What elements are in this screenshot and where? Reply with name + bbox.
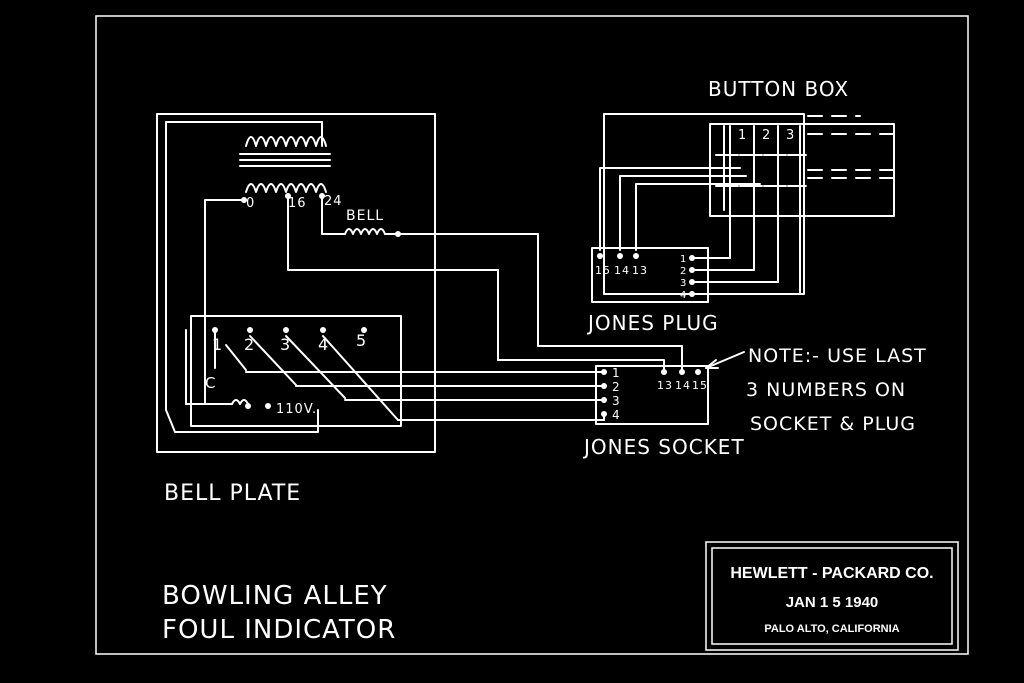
note-line-1: NOTE:- USE LAST — [748, 345, 927, 367]
plug-side-pin-1: 1 — [680, 254, 687, 265]
note-line-3: SOCKET & PLUG — [750, 413, 916, 435]
plug-top-pin-14: 14 — [614, 264, 630, 277]
terminal-label-5: 5 — [356, 331, 367, 350]
jones-plug: 15 14 13 1 2 3 4 JONES PLUG — [586, 247, 719, 335]
bell-coil — [344, 228, 386, 235]
note: NOTE:- USE LAST 3 NUMBERS ON SOCKET & PL… — [705, 345, 927, 435]
note-line-2: 3 NUMBERS ON — [746, 379, 906, 401]
jones-socket-label: JONES SOCKET — [582, 435, 745, 459]
jones-plug-label: JONES PLUG — [586, 311, 719, 335]
drawing-border — [95, 15, 969, 655]
plug-side-pin-3: 3 — [680, 278, 687, 289]
terminal-label-4: 4 — [318, 335, 329, 354]
button-label-3: 3 — [786, 128, 795, 143]
plug-top-pin-15: 15 — [595, 264, 611, 277]
button-box: BUTTON BOX 1 2 3 — [599, 77, 895, 295]
socket-side-pin-2: 2 — [612, 380, 621, 394]
bell-plate-label: BELL PLATE — [164, 481, 301, 506]
socket-side-pin-1: 1 — [612, 366, 621, 380]
jones-plug-outline — [591, 247, 709, 303]
bell-label: BELL — [346, 208, 384, 224]
transformer-secondary-coil — [245, 183, 327, 193]
jones-socket: 1 2 3 4 13 14 15 JONES SOCKET — [582, 365, 745, 459]
common-label: C — [205, 374, 216, 392]
stamp-location: PALO ALTO, CALIFORNIA — [764, 623, 899, 635]
stamp-company: HEWLETT - PACKARD CO. — [730, 565, 933, 582]
socket-side-pin-4: 4 — [612, 408, 621, 422]
button-label-2: 2 — [762, 128, 771, 143]
terminal-label-1: 1 — [212, 335, 223, 354]
jones-socket-outline — [595, 365, 709, 425]
terminal-label-3: 3 — [280, 335, 291, 354]
plug-side-pin-2: 2 — [680, 266, 687, 277]
plug-top-pin-13: 13 — [632, 264, 648, 277]
socket-top-pin-14: 14 — [675, 379, 691, 392]
plug-side-pin-4: 4 — [680, 290, 687, 301]
socket-top-pin-13: 13 — [657, 379, 673, 392]
transformer-primary-coil — [245, 136, 327, 147]
company-stamp: HEWLETT - PACKARD CO. JAN 1 5 1940 PALO … — [705, 541, 959, 651]
supply-label: 110V. — [276, 402, 317, 417]
bell-plate: 0 16 24 BELL 1 2 3 4 5 C — [156, 113, 499, 506]
button-box-label: BUTTON BOX — [708, 77, 849, 101]
socket-side-pin-3: 3 — [612, 394, 621, 408]
bell-plate-outline — [156, 113, 436, 453]
tap-label-16: 16 — [288, 196, 307, 211]
socket-top-pin-15: 15 — [692, 379, 708, 392]
tap-label-0: 0 — [246, 196, 255, 211]
title-line-1: BOWLING ALLEY — [162, 581, 388, 611]
terminal-label-2: 2 — [244, 335, 255, 354]
note-arrow — [705, 351, 745, 369]
title-line-2: FOUL INDICATOR — [162, 615, 396, 645]
stamp-date: JAN 1 5 1940 — [786, 594, 879, 611]
tap-label-24: 24 — [324, 194, 343, 209]
button-label-1: 1 — [738, 128, 747, 143]
wire-bell-to-socket-14 — [397, 233, 683, 371]
